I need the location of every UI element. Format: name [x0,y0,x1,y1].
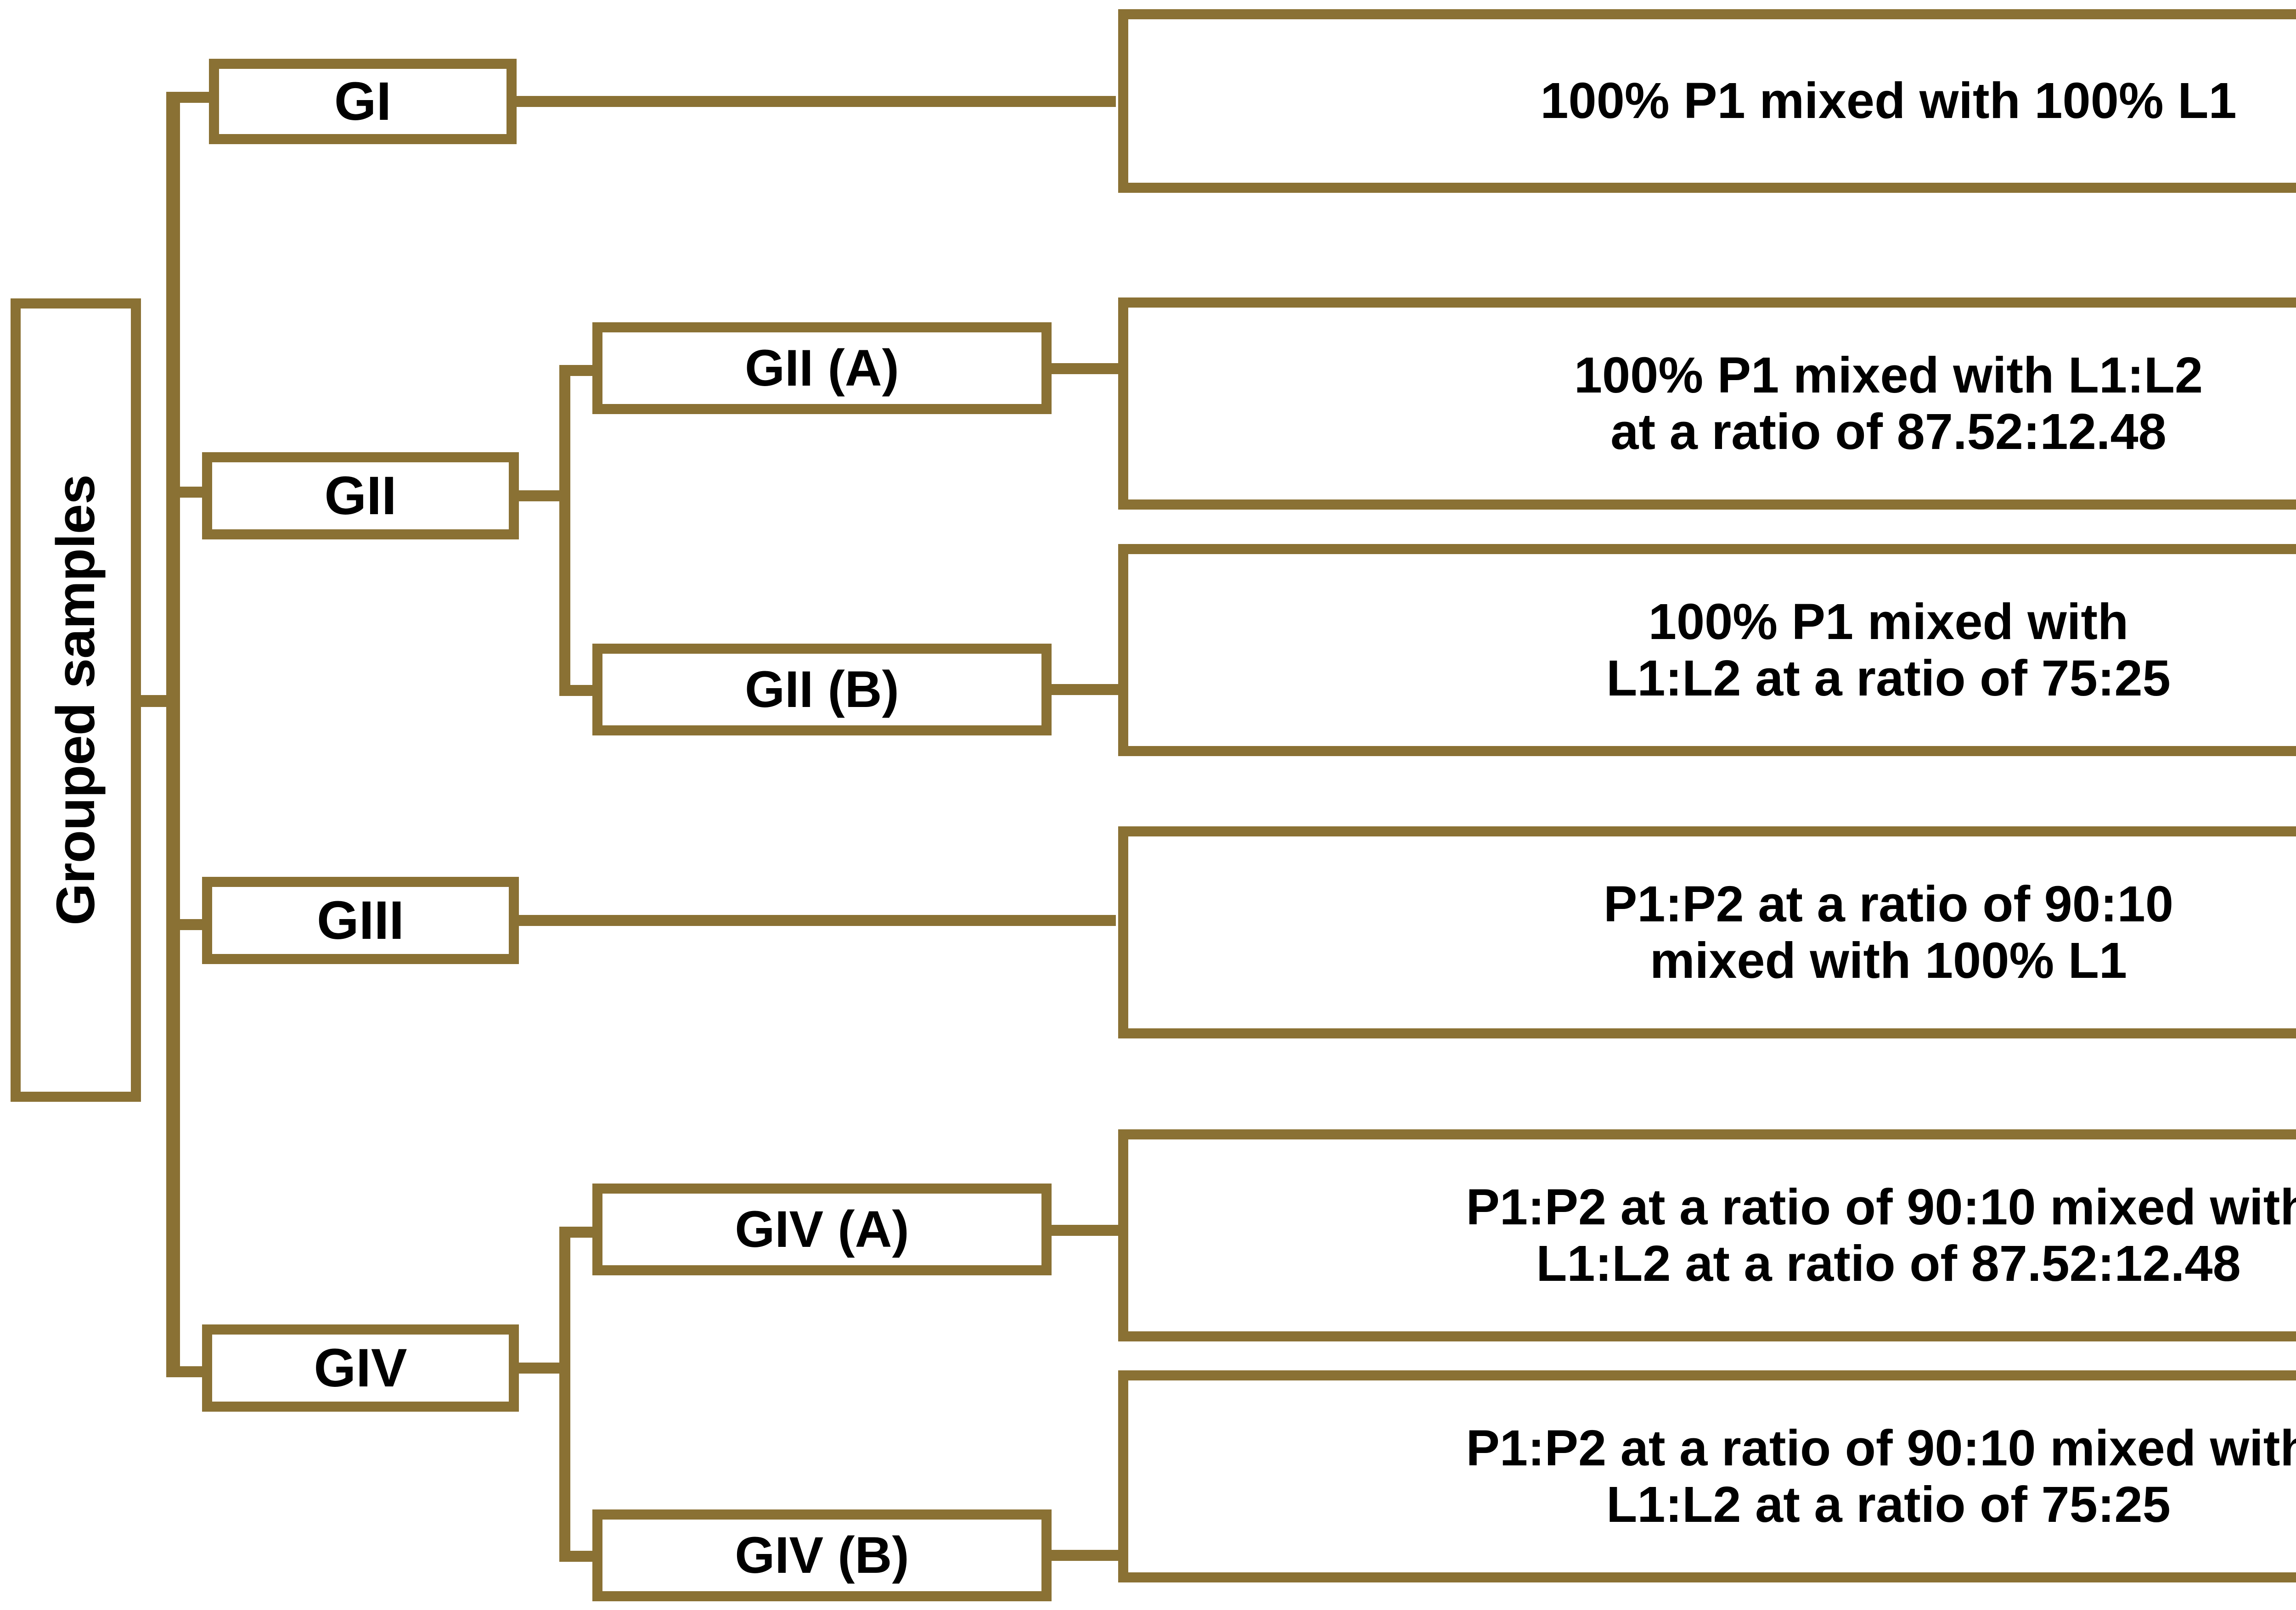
node-giv-a[interactable]: GIV (A) [592,1184,1052,1275]
node-giv[interactable]: GIV [202,1324,519,1412]
description-gii-a-text: 100% P1 mixed with L1:L2 at a ratio of 8… [1128,347,2296,460]
node-gii-a-label: GII (A) [745,339,899,397]
description-giii-line2: mixed with 100% L1 [1649,932,2127,989]
node-gii-label: GII [324,465,397,526]
description-giv-b-line1: P1:P2 at a ratio of 90:10 mixed with [1466,1419,2296,1476]
description-giii[interactable]: P1:P2 at a ratio of 90:10 mixed with 100… [1118,826,2296,1038]
node-gii-b-label: GII (B) [745,661,899,718]
node-gii-a[interactable]: GII (A) [592,322,1052,414]
node-giv-b[interactable]: GIV (B) [592,1509,1052,1601]
description-giii-text: P1:P2 at a ratio of 90:10 mixed with 100… [1128,876,2296,989]
description-gii-b-text: 100% P1 mixed with L1:L2 at a ratio of 7… [1128,594,2296,707]
connector-giv-b-to-description [1045,1550,1127,1561]
node-giii[interactable]: GIII [202,877,519,964]
node-gii[interactable]: GII [202,452,519,539]
description-gii-b[interactable]: 100% P1 mixed with L1:L2 at a ratio of 7… [1118,544,2296,756]
description-giv-b[interactable]: P1:P2 at a ratio of 90:10 mixed with L1:… [1118,1370,2296,1582]
connector-giv-a-to-description [1045,1225,1127,1236]
description-giv-b-text: P1:P2 at a ratio of 90:10 mixed with L1:… [1128,1420,2296,1533]
node-giv-b-label: GIV (B) [735,1526,909,1584]
description-gii-a[interactable]: 100% P1 mixed with L1:L2 at a ratio of 8… [1118,297,2296,510]
description-giv-b-line2: L1:L2 at a ratio of 75:25 [1606,1476,2171,1533]
node-gii-b[interactable]: GII (B) [592,644,1052,735]
description-gi[interactable]: 100% P1 mixed with 100% L1 [1118,9,2296,193]
description-gii-a-line2: at a ratio of 87.52:12.48 [1610,404,2167,460]
description-gii-a-line1: 100% P1 mixed with L1:L2 [1574,347,2203,404]
trunk-main [166,92,180,1377]
description-gi-text: 100% P1 mixed with 100% L1 [1128,73,2296,129]
description-giv-a-line2: L1:L2 at a ratio of 87.52:12.48 [1536,1235,2241,1292]
description-gi-line1: 100% P1 mixed with 100% L1 [1540,73,2237,129]
description-gii-b-line2: L1:L2 at a ratio of 75:25 [1606,650,2171,707]
description-giv-a-line1: P1:P2 at a ratio of 90:10 mixed with [1466,1178,2296,1235]
connector-gii-b-to-description [1045,684,1127,695]
connector-giii-to-description [510,915,1116,926]
node-giv-a-label: GIV (A) [735,1200,909,1258]
root-node-grouped-samples: Grouped samples [11,298,141,1102]
connector-gii-a-to-description [1045,363,1127,374]
node-giii-label: GIII [316,890,405,951]
connector-gii-spine [559,365,570,696]
node-gi[interactable]: GI [209,59,517,144]
description-gii-b-line1: 100% P1 mixed with [1648,593,2129,650]
node-giv-label: GIV [314,1337,407,1398]
node-gi-label: GI [334,71,392,132]
connector-giv-spine [559,1227,570,1562]
connector-gi-to-description [510,96,1116,107]
root-node-label: Grouped samples [45,475,107,926]
description-giv-a-text: P1:P2 at a ratio of 90:10 mixed with L1:… [1128,1179,2296,1292]
description-giv-a[interactable]: P1:P2 at a ratio of 90:10 mixed with L1:… [1118,1129,2296,1341]
connector-trunk-to-gi [166,92,217,103]
description-giii-line1: P1:P2 at a ratio of 90:10 [1603,875,2174,932]
